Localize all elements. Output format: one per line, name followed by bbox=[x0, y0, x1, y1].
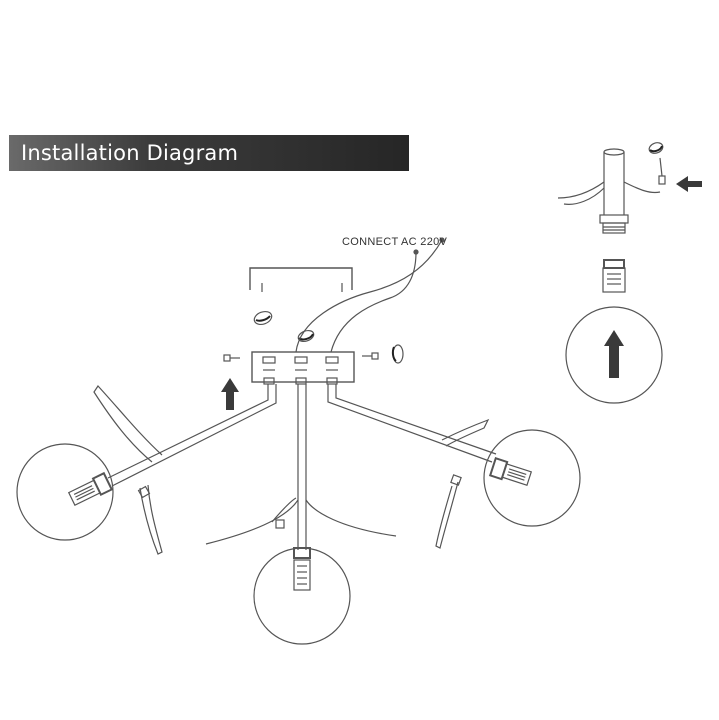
left-globe bbox=[16, 443, 114, 541]
bulb-socket-icon bbox=[293, 547, 311, 591]
lock-ring-icon bbox=[391, 344, 404, 364]
side-arrow-icon bbox=[676, 176, 702, 192]
lock-ring-icon bbox=[253, 310, 273, 326]
right-globe bbox=[483, 429, 581, 527]
bulb-socket-icon bbox=[67, 471, 114, 506]
left-arm bbox=[93, 384, 277, 555]
inset-globe bbox=[565, 306, 663, 404]
lock-ring-icon bbox=[297, 329, 315, 343]
center-globe bbox=[253, 547, 351, 645]
page-title: Installation Diagram bbox=[21, 141, 239, 165]
screw-icon bbox=[223, 354, 240, 362]
mounting-bracket bbox=[249, 267, 353, 292]
up-arrow-icon bbox=[221, 378, 239, 410]
power-wires bbox=[295, 237, 445, 353]
inset-detail bbox=[557, 142, 666, 293]
screw-icon bbox=[362, 352, 379, 360]
connect-ac-label: CONNECT AC 220V bbox=[342, 236, 448, 248]
right-arm bbox=[327, 384, 497, 549]
center-arm bbox=[205, 384, 397, 550]
title-banner: Installation Diagram bbox=[9, 135, 409, 171]
junction-block bbox=[251, 351, 355, 385]
up-arrow-icon bbox=[604, 330, 624, 378]
bulb-socket-icon bbox=[488, 457, 533, 486]
